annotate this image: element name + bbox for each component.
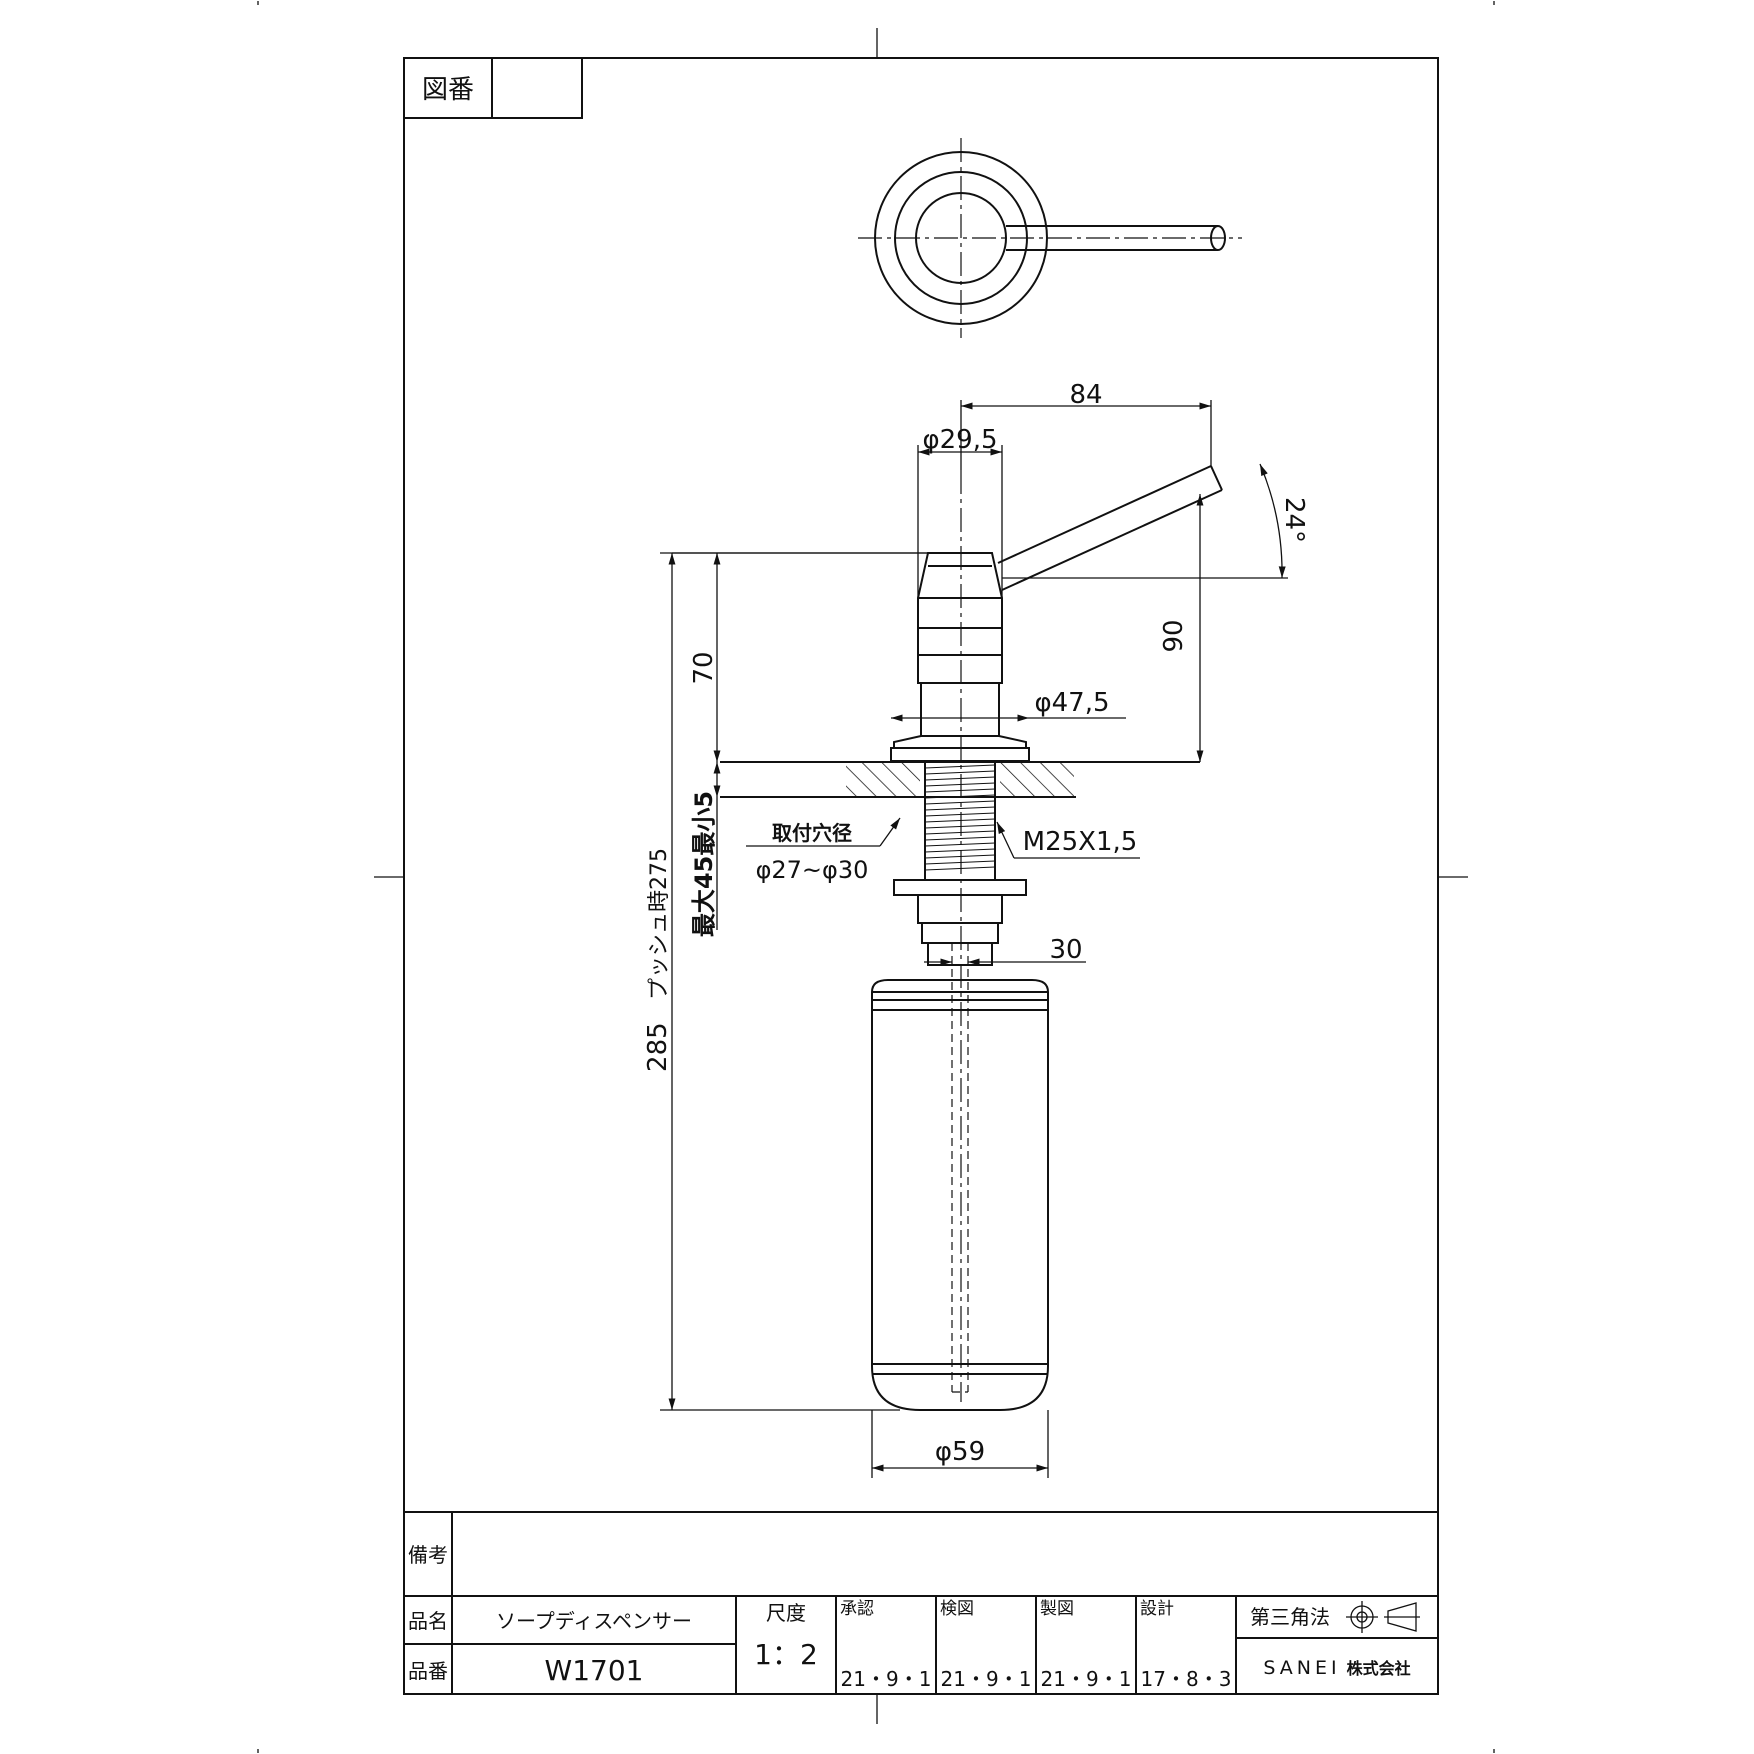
- drafting-label: 製図: [1040, 1599, 1074, 1619]
- title-block: 備考 品名 ソープディスペンサー 品番 W1701 尺度 1：2 承認 21・9…: [404, 1511, 1438, 1694]
- thread-line: [924, 806, 996, 811]
- thread-line: [924, 854, 996, 859]
- dim-285: 285: [643, 1022, 673, 1072]
- svg-text:285 プッシュ時275: 285 プッシュ時275: [643, 848, 673, 1072]
- company-suffix: 株式会社: [1347, 1659, 1411, 1678]
- thread-line: [924, 836, 996, 841]
- dim-90: 90: [1159, 619, 1189, 652]
- dim-84: 84: [1069, 380, 1102, 410]
- remarks-label: 備考: [408, 1543, 448, 1567]
- third-angle-projection-icon: [1346, 1601, 1420, 1633]
- thread-line: [924, 824, 996, 829]
- thread-line: [924, 812, 996, 817]
- scale-value: 1：2: [754, 1638, 818, 1671]
- thread-line: [924, 860, 996, 865]
- mount-hole-label: 取付穴径: [772, 821, 852, 845]
- drawing-number-box: 図番: [403, 57, 583, 119]
- dim-phi59: φ59: [935, 1437, 985, 1467]
- drawing-frame: [403, 57, 1439, 1695]
- trim-marks: [257, 1, 1495, 1753]
- dim-30: 30: [1049, 935, 1082, 965]
- product-name-label: 品名: [408, 1609, 448, 1633]
- design-label: 設計: [1140, 1599, 1174, 1619]
- dim-phi47-5: φ47,5: [1034, 688, 1109, 718]
- dim-phi29-5: φ29,5: [922, 425, 997, 455]
- thread-line: [924, 848, 996, 853]
- check-label: 検図: [940, 1599, 974, 1619]
- company-name: SANEI: [1263, 1657, 1340, 1679]
- thread-line: [924, 866, 996, 871]
- product-no-label: 品番: [408, 1659, 448, 1683]
- dim-max45-min5: 最大45最小5: [690, 791, 718, 937]
- dim-70: 70: [689, 651, 719, 684]
- mount-hole-value: φ27~φ30: [756, 856, 869, 884]
- design-date: 17・8・3: [1141, 1667, 1232, 1691]
- dimension-lines: [660, 400, 1288, 1478]
- thread-line: [924, 770, 996, 775]
- thread-line: [924, 842, 996, 847]
- push-label: プッシュ時275: [647, 848, 672, 1000]
- thread-line: [924, 794, 996, 799]
- thread-line: [924, 830, 996, 835]
- thread-line: [924, 818, 996, 823]
- thread-line: [924, 800, 996, 805]
- product-no: W1701: [545, 1654, 644, 1687]
- drawing-no-label: 図番: [422, 75, 474, 105]
- front-view: [720, 465, 1223, 1411]
- thread-line: [924, 782, 996, 787]
- thread-line: [924, 776, 996, 781]
- thread-line: [924, 764, 996, 769]
- thread-lines: [924, 764, 996, 871]
- approval-date: 21・9・1: [841, 1667, 932, 1691]
- product-name: ソープディスペンサー: [496, 1609, 692, 1633]
- scale-label: 尺度: [766, 1601, 806, 1625]
- check-date: 21・9・1: [941, 1667, 1032, 1691]
- dimension-texts: 84 φ29,5 24° 90 70 φ47,5 最大45最小5 取付穴径 φ2…: [643, 380, 1309, 1467]
- svg-text:SANEI 株式会社: SANEI 株式会社: [1263, 1657, 1410, 1679]
- top-view: [858, 138, 1242, 338]
- dim-24deg: 24°: [1279, 497, 1309, 543]
- thread-line: [924, 788, 996, 793]
- projection-label: 第三角法: [1250, 1605, 1330, 1629]
- approval-label: 承認: [840, 1599, 874, 1619]
- thread-spec: M25X1,5: [1023, 827, 1138, 857]
- drafting-date: 21・9・1: [1041, 1667, 1132, 1691]
